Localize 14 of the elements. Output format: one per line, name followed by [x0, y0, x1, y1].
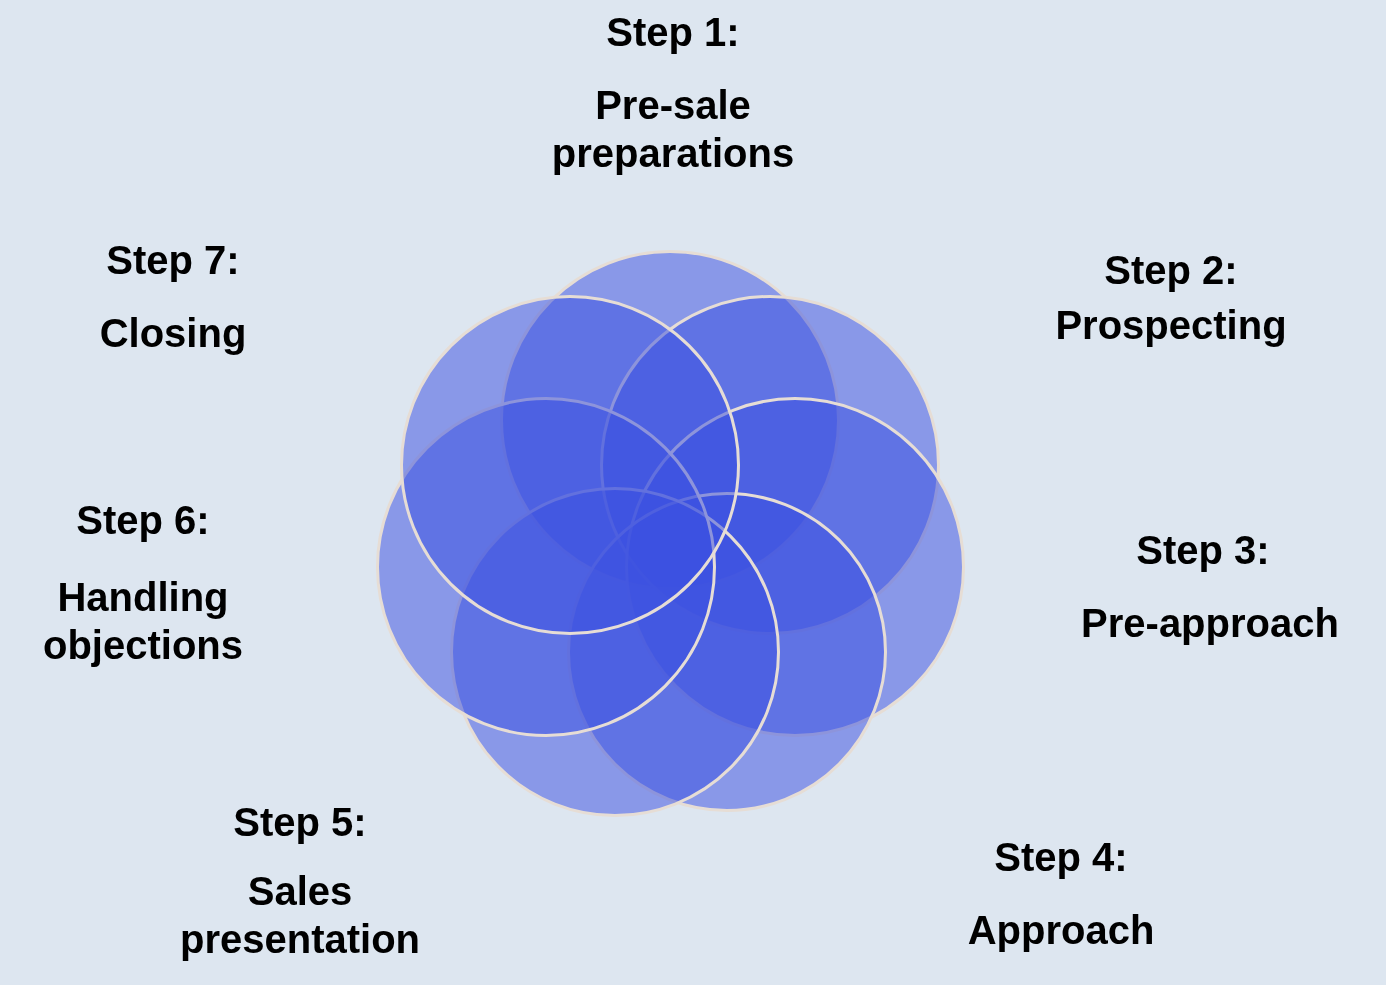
step-number: Step 7: — [105, 237, 241, 284]
step-number: Step 1: — [605, 9, 741, 56]
step-number: Step 3: — [1135, 527, 1271, 574]
step-title: Prospecting — [1054, 302, 1288, 349]
step-number: Step 6: — [75, 497, 211, 544]
step-title: Sales presentation — [178, 868, 421, 963]
step-number: Step 2: — [1103, 247, 1239, 294]
step-title: Approach — [966, 907, 1156, 954]
step-title: Closing — [98, 310, 248, 357]
step-number: Step 4: — [993, 834, 1129, 881]
step-number: Step 5: — [232, 799, 368, 846]
step-title: Pre-sale preparations — [550, 82, 796, 177]
step-title: Pre-approach — [1080, 600, 1340, 647]
step-title: Handling objections — [42, 574, 244, 669]
